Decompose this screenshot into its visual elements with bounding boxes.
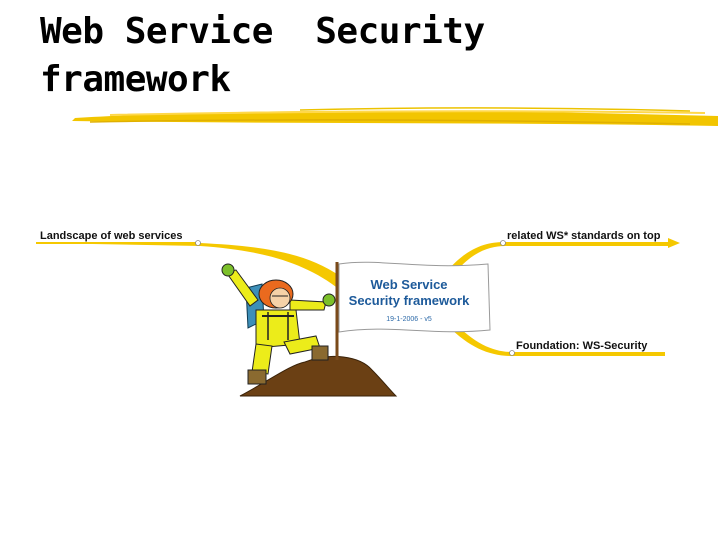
title-underline-brush [72,107,718,126]
hill-shape [239,356,398,397]
center-topic-title: Web Service Security framework [339,277,479,309]
branch-line-right-top [448,238,680,272]
flag-banner [338,261,491,333]
branch-line-left-top [36,240,340,290]
branch-label-right-top[interactable]: related WS* standards on top [507,230,661,242]
center-topic-title-line-1: Web Service [370,277,448,292]
branch-label-left-top[interactable]: Landscape of web services [40,230,183,242]
slide-title-line-1: Web Service Security [40,11,485,52]
slide-title: Web Service Security framework [40,8,485,104]
branch-label-right-bottom[interactable]: Foundation: WS-Security [516,340,648,352]
center-topic-title-line-2: Security framework [348,293,470,308]
center-topic-date: 19-1-2006 - v5 [386,316,432,323]
slide-title-line-2: framework [40,59,231,100]
climber-figure [221,263,336,385]
branch-line-right-bottom [448,320,665,356]
